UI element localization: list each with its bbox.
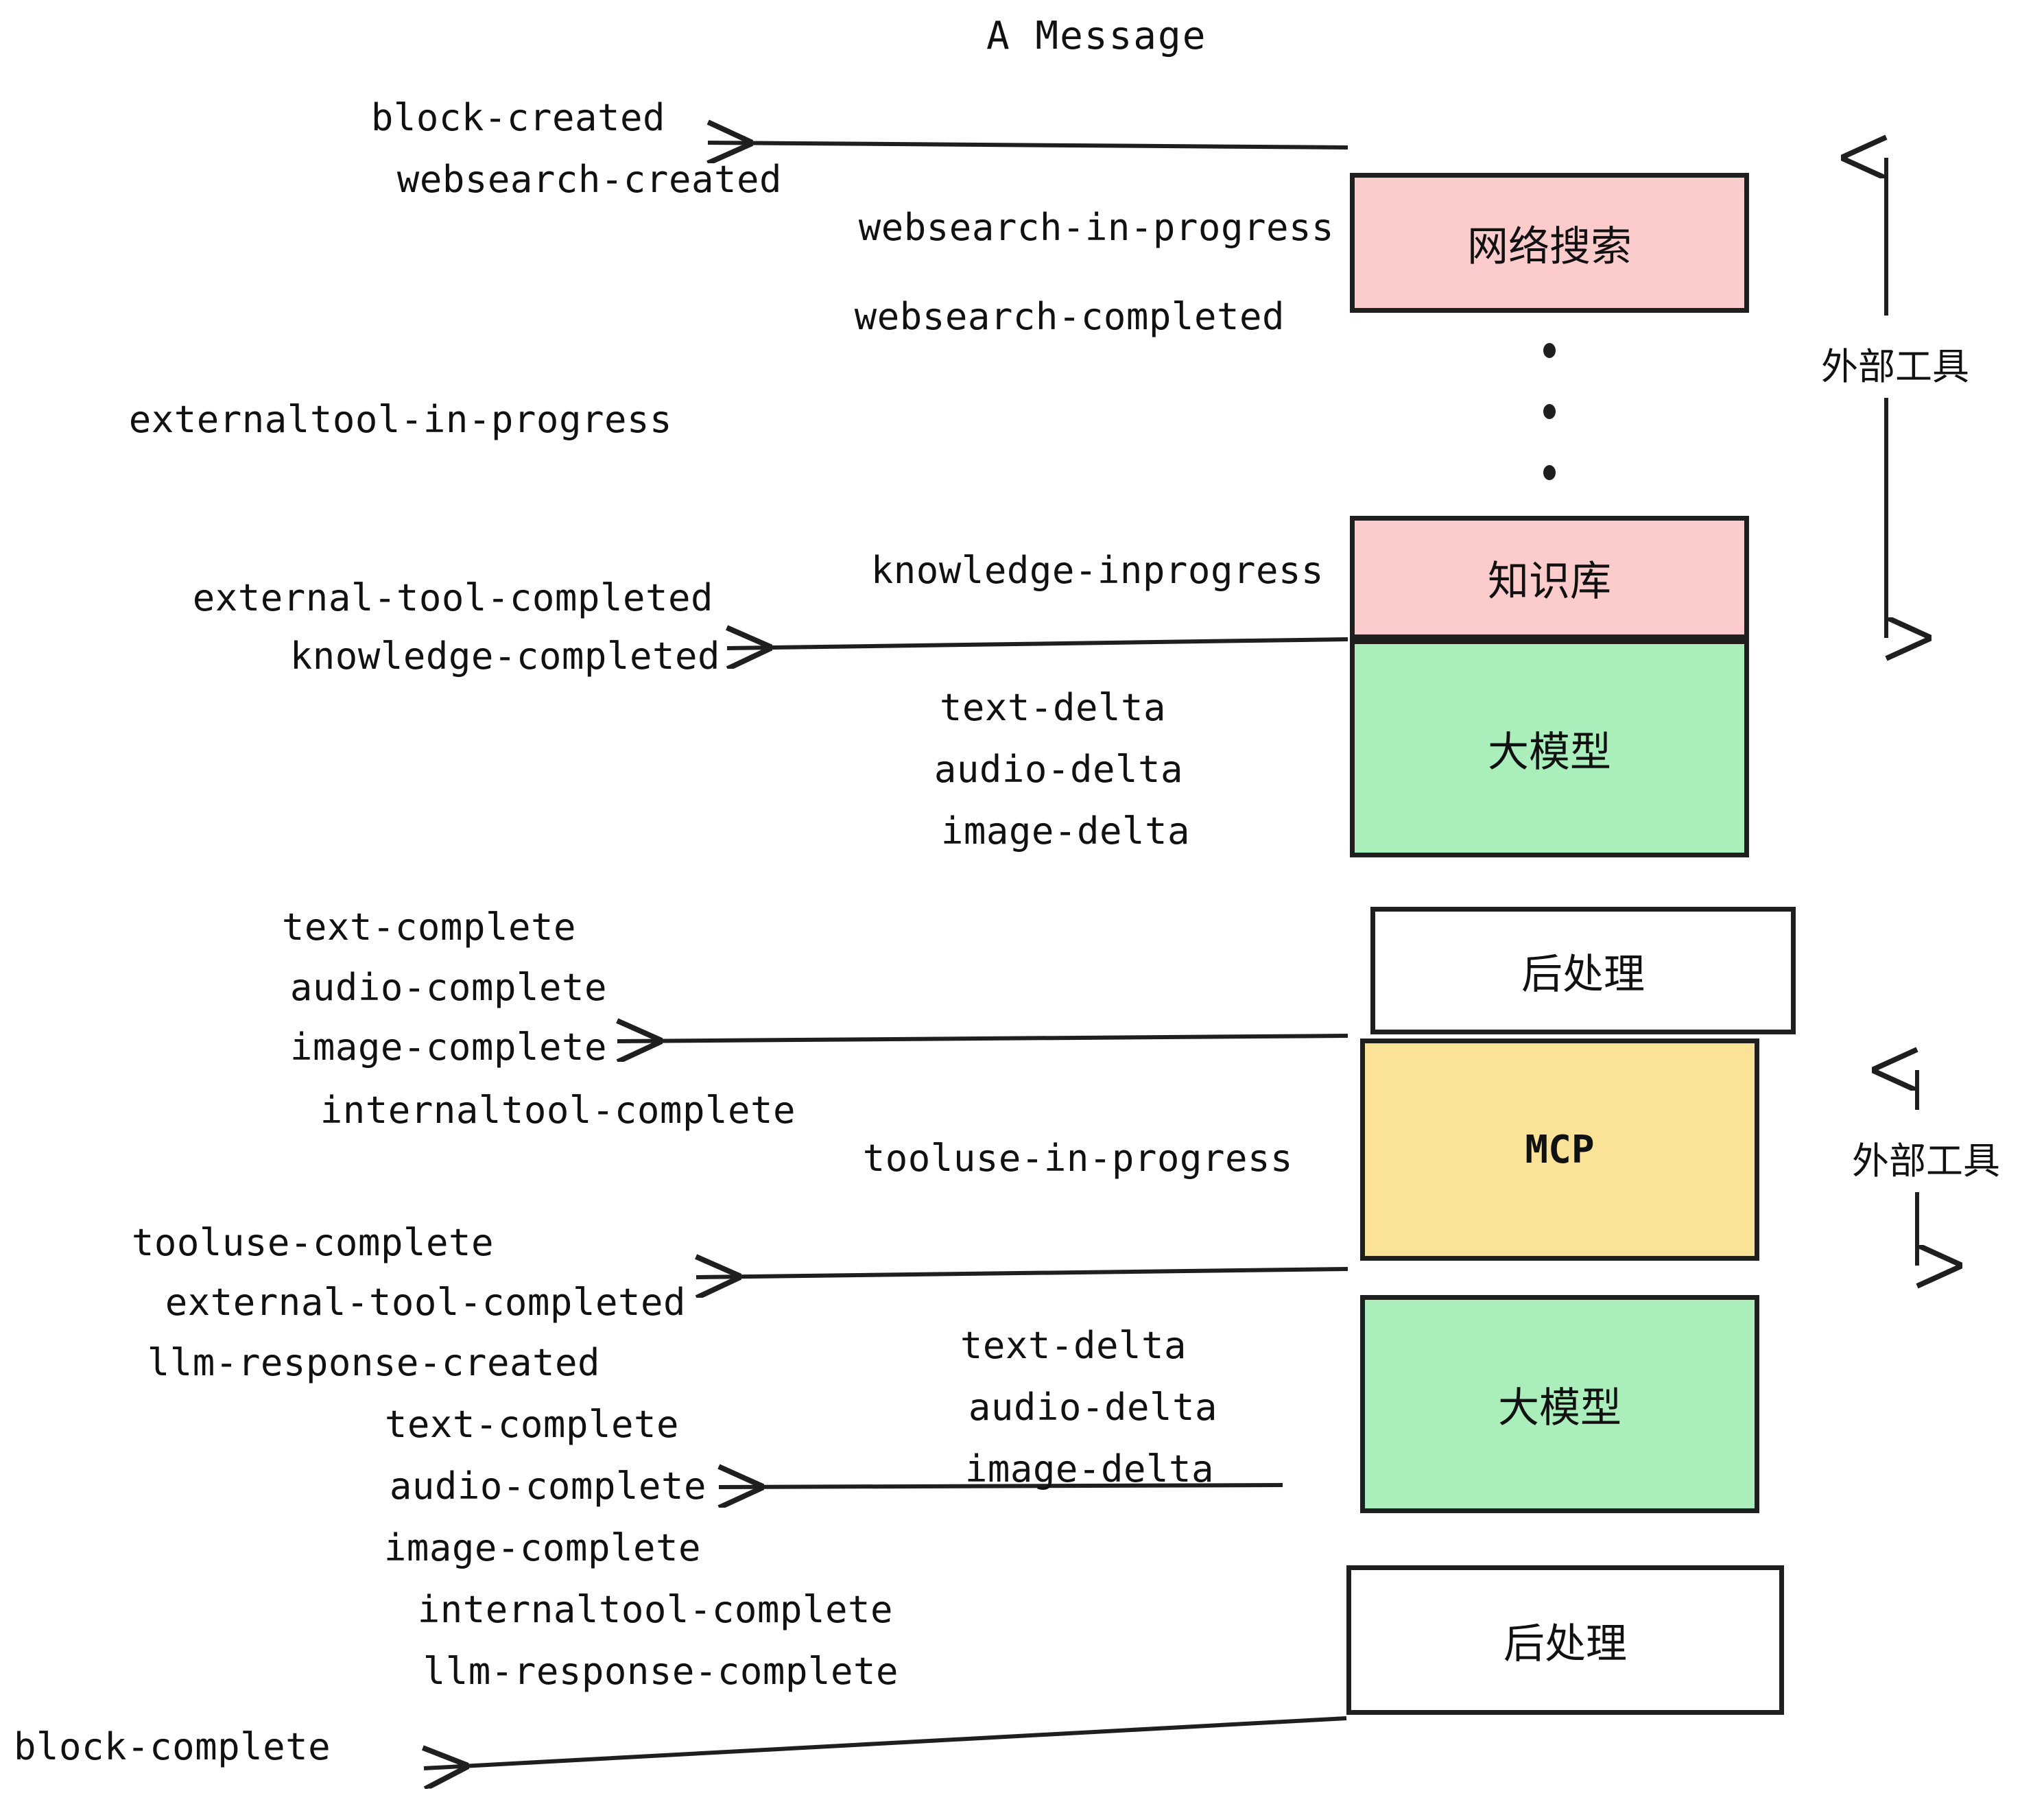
event-label-block-complete: block-complete bbox=[14, 1725, 331, 1768]
event-label-websearch-completed: websearch-completed bbox=[854, 295, 1285, 338]
ellipsis-dot bbox=[1543, 404, 1556, 419]
arrow-image-complete bbox=[617, 1036, 1348, 1041]
vertical-ellipsis-icon bbox=[1543, 343, 1556, 480]
event-label-knowledge-inprogress: knowledge-inprogress bbox=[870, 549, 1324, 592]
node-label: 网络搜索 bbox=[1467, 222, 1632, 271]
ellipsis-dot bbox=[1543, 465, 1556, 480]
event-label-llm-response-created: llm-response-created bbox=[147, 1341, 600, 1384]
event-label-externaltool-in-progress: externaltool-in-progress bbox=[128, 398, 672, 441]
event-label-text-delta-1: text-delta bbox=[939, 686, 1166, 729]
node-label: MCP bbox=[1525, 1127, 1595, 1172]
node-label: 知识库 bbox=[1488, 557, 1611, 606]
event-label-external-tool-completed-1: external-tool-completed bbox=[192, 576, 713, 619]
event-label-tooluse-in-progress: tooluse-in-progress bbox=[862, 1137, 1293, 1180]
node-label: 后处理 bbox=[1504, 1619, 1627, 1668]
node-knowledge: 知识库 bbox=[1350, 516, 1749, 639]
event-label-image-complete-1: image-complete bbox=[289, 1025, 607, 1069]
node-websearch: 网络搜索 bbox=[1350, 173, 1749, 313]
node-mcp: MCP bbox=[1360, 1039, 1759, 1261]
event-label-block-created: block-created bbox=[370, 96, 665, 139]
event-label-knowledge-completed: knowledge-completed bbox=[289, 634, 720, 678]
node-postproc-1: 后处理 bbox=[1370, 907, 1796, 1034]
arrow-block-complete bbox=[424, 1716, 1347, 1768]
arrow-block-created bbox=[708, 143, 1348, 147]
event-label-websearch-in-progress: websearch-in-progress bbox=[858, 206, 1334, 249]
node-postproc-2: 后处理 bbox=[1346, 1565, 1784, 1715]
event-label-audio-delta-1: audio-delta bbox=[934, 748, 1183, 791]
event-label-text-complete-2: text-complete bbox=[384, 1403, 679, 1446]
arrow-knowledge-done bbox=[727, 639, 1348, 648]
event-label-audio-complete-1: audio-complete bbox=[289, 966, 607, 1009]
event-label-image-complete-2: image-complete bbox=[383, 1526, 701, 1569]
side-label-external-tools-bottom: 外部工具 bbox=[1852, 1139, 2000, 1183]
event-label-audio-delta-2: audio-delta bbox=[968, 1386, 1217, 1429]
event-label-audio-complete-2: audio-complete bbox=[389, 1464, 706, 1508]
event-label-internaltool-complete-2: internaltool-complete bbox=[417, 1588, 893, 1631]
side-label-external-tools-top: 外部工具 bbox=[1821, 345, 1969, 388]
node-llm-2: 大模型 bbox=[1360, 1295, 1759, 1513]
event-label-text-complete-1: text-complete bbox=[281, 905, 576, 949]
node-label: 后处理 bbox=[1521, 950, 1645, 999]
event-label-image-delta-2: image-delta bbox=[964, 1447, 1214, 1491]
event-label-llm-response-complete: llm-response-complete bbox=[423, 1650, 899, 1693]
ellipsis-dot bbox=[1543, 343, 1556, 358]
node-label: 大模型 bbox=[1498, 1384, 1621, 1432]
node-label: 大模型 bbox=[1488, 728, 1611, 776]
arrow-tooluse-done bbox=[696, 1269, 1348, 1277]
page-title: A Message bbox=[986, 14, 1207, 58]
event-label-external-tool-completed-2: external-tool-completed bbox=[165, 1281, 686, 1324]
node-llm-1: 大模型 bbox=[1350, 639, 1749, 857]
event-label-tooluse-complete: tooluse-complete bbox=[131, 1221, 494, 1264]
event-label-image-delta-1: image-delta bbox=[940, 809, 1190, 853]
event-label-internaltool-complete-1: internaltool-complete bbox=[320, 1089, 796, 1132]
event-label-websearch-created: websearch-created bbox=[396, 158, 782, 201]
event-label-text-delta-2: text-delta bbox=[960, 1324, 1187, 1367]
